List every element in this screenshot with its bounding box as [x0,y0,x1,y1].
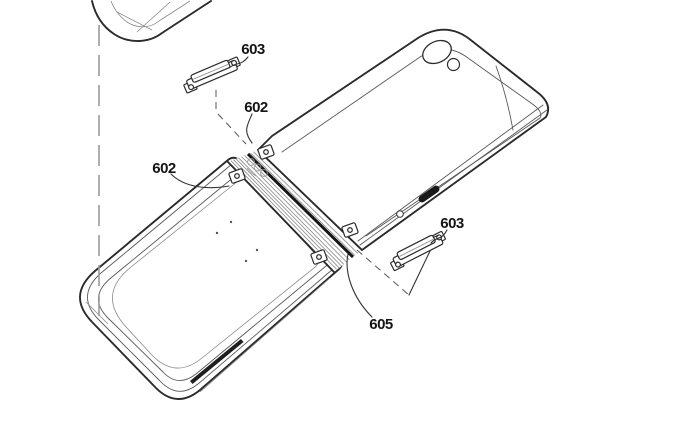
camera-lens-icon [422,39,452,65]
side-hole [396,210,404,218]
flex-spring-coils [246,158,268,177]
lower-half [79,156,344,400]
edge-slot [190,339,244,384]
corner-mount-left [228,168,246,184]
leader-602-left [170,173,230,189]
label-603-right: 603 [440,215,464,232]
surface-dot [255,248,259,252]
corner-mount-right-top [341,222,359,238]
surface-dot [244,259,248,263]
upper-half-outline [257,28,550,251]
corner-mounts [228,144,359,265]
label-603-top: 603 [241,41,265,58]
hinge-dark-rail [246,152,355,259]
corner-mount-right-bottom [310,249,328,265]
upper-half [257,28,550,251]
label-602-left: 602 [152,160,176,177]
bracket-603-right [390,230,446,272]
corner-mount-top [257,144,275,160]
label-605: 605 [369,316,393,333]
leader-602-upper [246,113,253,144]
surface-dot [215,231,219,235]
leader-605 [346,253,373,318]
leader-lines [170,56,448,318]
projection-603-top [215,90,247,145]
leader-603-top [228,56,249,69]
leader-603-right [430,229,448,244]
bracket-603-top [183,56,241,94]
corner-fragment [91,0,212,42]
flash-led-icon [446,57,461,72]
side-button [418,185,440,203]
surface-dot [229,220,233,224]
label-602-upper: 602 [244,99,268,116]
